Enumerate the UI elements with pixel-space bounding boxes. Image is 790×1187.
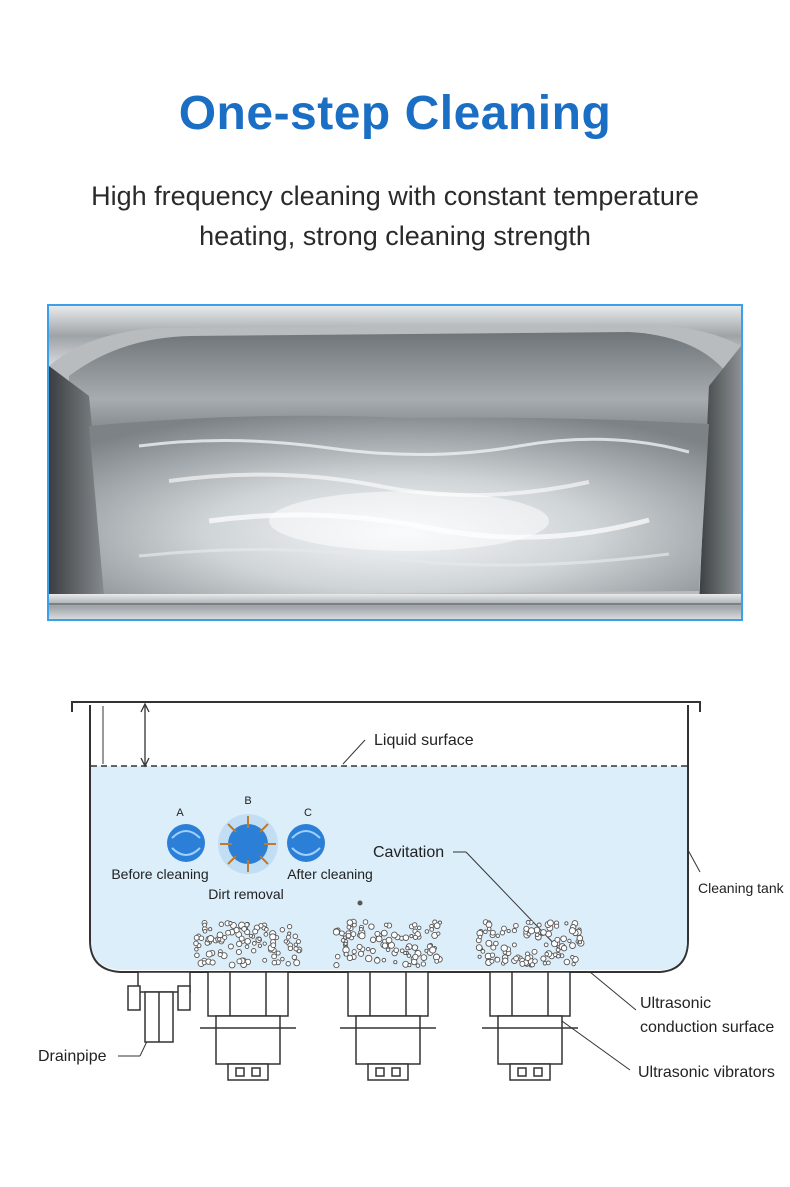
stage-b: B Dirt removal [208, 795, 283, 902]
cavitation-bubbles [193, 918, 585, 969]
stage-c: C After cleaning [287, 807, 373, 882]
drainpipe [127, 971, 191, 1043]
stage-a: A Before cleaning [111, 807, 208, 882]
label-liquid-surface: Liquid surface [374, 732, 474, 749]
stage-c-letter: C [304, 807, 312, 819]
page-title: One-step Cleaning [178, 87, 612, 140]
tank-photo [47, 304, 743, 621]
label-cavitation: Cavitation [373, 844, 444, 861]
ultrasonic-vibrators [200, 971, 578, 1081]
tank-diagram: Liquid surface Cavitation Cleaning tank … [38, 701, 785, 1081]
stage-a-letter: A [176, 807, 184, 819]
label-conduction-surface: conduction surface [640, 1019, 774, 1036]
stage-b-letter: B [244, 795, 251, 807]
stage-a-caption: Before cleaning [111, 866, 208, 882]
subtitle-line-1: High frequency cleaning with constant te… [91, 181, 699, 211]
label-drainpipe: Drainpipe [38, 1048, 107, 1065]
tank-photo-illustration [49, 306, 741, 619]
stage-c-caption: After cleaning [287, 866, 373, 882]
label-cleaning-tank: Cleaning tank [698, 880, 785, 896]
subtitle-line-2: heating, strong cleaning strength [199, 221, 591, 251]
label-ultrasonic-vibrators: Ultrasonic vibrators [638, 1064, 775, 1081]
tank-rim [71, 701, 701, 712]
page-subtitle: High frequency cleaning with constant te… [0, 176, 790, 256]
stage-b-caption: Dirt removal [208, 886, 283, 902]
label-ultrasonic: Ultrasonic [640, 995, 711, 1012]
